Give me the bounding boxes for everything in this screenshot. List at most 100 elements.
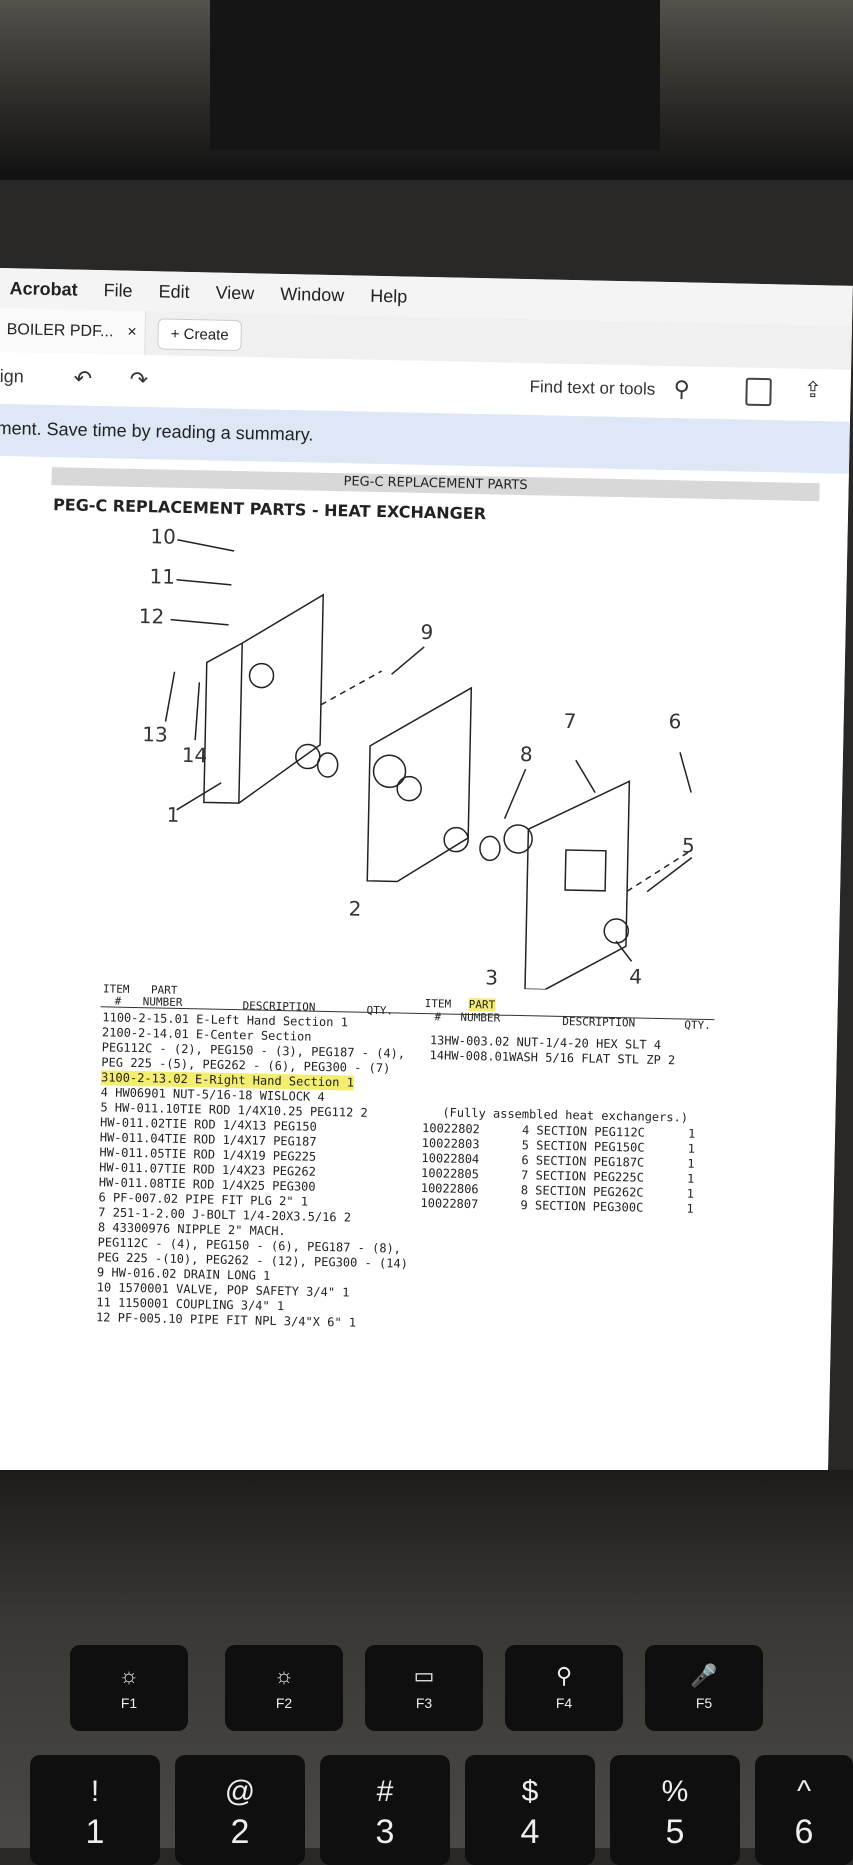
leader-line-9 <box>391 646 425 675</box>
create-button[interactable]: + Create <box>157 317 242 351</box>
center-section-port-2 <box>396 775 422 802</box>
key-label: F3 <box>415 1695 433 1711</box>
menu-view[interactable]: View <box>215 282 255 303</box>
callout-10: 10 <box>150 524 176 549</box>
key-number: 6 <box>794 1813 814 1851</box>
cloud-upload-icon[interactable]: ⇪ <box>803 376 823 403</box>
callout-5: 5 <box>682 833 695 857</box>
callout-4: 4 <box>629 964 642 988</box>
center-section-port-lower <box>443 826 469 853</box>
key-icon: 🎤 <box>690 1663 718 1688</box>
toolbar-left-label[interactable]: ign <box>0 366 24 387</box>
assembly-line <box>320 670 383 706</box>
right-col-number: NUMBER <box>460 1010 501 1025</box>
assembled-part: 10022807 <box>420 1196 479 1212</box>
left-section-edge <box>238 643 243 804</box>
assembled-part: 10022805 <box>420 1166 480 1182</box>
key-2[interactable]: @2 <box>175 1755 305 1865</box>
right-col-item: ITEM <box>424 997 452 1011</box>
left-section-port-lower <box>295 743 321 770</box>
menu-help[interactable]: Help <box>370 285 408 307</box>
menu-edit[interactable]: Edit <box>158 280 190 302</box>
assembly-line <box>626 851 689 892</box>
key-label: F4 <box>555 1695 573 1711</box>
leader-line-6 <box>679 752 692 793</box>
key-symbol: @ <box>224 1775 256 1808</box>
key-f1[interactable]: ☼F1 <box>70 1645 188 1731</box>
key-6[interactable]: ^6 <box>755 1755 853 1865</box>
plus-icon: + <box>170 325 180 343</box>
menu-acrobat[interactable]: Acrobat <box>9 277 78 300</box>
leader-line-5 <box>646 857 693 893</box>
callout-8: 8 <box>520 742 533 766</box>
leader-line-8 <box>503 768 527 819</box>
callout-7: 7 <box>563 709 576 733</box>
key-label: F2 <box>275 1695 293 1711</box>
redo-icon[interactable]: ↷ <box>129 366 149 393</box>
left-section-port <box>248 662 275 689</box>
key-f5[interactable]: 🎤F5 <box>645 1645 763 1731</box>
assembled-part: 10022803 <box>421 1136 480 1152</box>
key-icon: ☼ <box>118 1663 140 1688</box>
right-section-window <box>564 849 607 892</box>
search-icon[interactable]: ⚲ <box>673 376 691 402</box>
key-icon: ▭ <box>413 1663 435 1688</box>
close-icon[interactable]: × <box>127 323 137 341</box>
key-symbol: ^ <box>796 1775 812 1808</box>
key-symbol: % <box>661 1775 689 1808</box>
save-icon[interactable] <box>745 377 772 407</box>
key-icon: ☼ <box>273 1663 295 1688</box>
right-section-port-lower <box>603 918 629 944</box>
key-3[interactable]: #3 <box>320 1755 450 1865</box>
left-row: 12 PF-005.10 PIPE FIT NPL 3/4"X 6" 1 <box>95 1310 357 1330</box>
summary-banner-text[interactable]: ment. Save time by reading a summary. <box>0 417 314 445</box>
key-icon: ⚲ <box>555 1663 573 1688</box>
laptop-bezel <box>0 0 853 180</box>
camera-housing <box>210 0 660 150</box>
leader-line-14 <box>194 682 201 741</box>
key-symbol: ! <box>90 1775 100 1808</box>
callout-11: 11 <box>149 564 175 589</box>
pdf-page: PEG-C REPLACEMENT PARTS PEG-C REPLACEMEN… <box>0 455 849 1491</box>
undo-icon[interactable]: ↶ <box>73 365 93 391</box>
key-symbol: $ <box>521 1775 539 1808</box>
callout-6: 6 <box>668 709 681 733</box>
page-header-bar: PEG-C REPLACEMENT PARTS <box>51 467 820 502</box>
key-f2[interactable]: ☼ F2 <box>225 1645 343 1731</box>
key-number: 3 <box>375 1813 395 1851</box>
assembled-qty: 1 <box>686 1171 695 1186</box>
menu-file[interactable]: File <box>103 279 133 301</box>
menu-window[interactable]: Window <box>280 283 345 305</box>
key-f4[interactable]: ⚲ F4 <box>505 1645 623 1731</box>
document-tab[interactable]: BOILER PDF... × <box>0 307 147 356</box>
key-number: 2 <box>230 1813 250 1851</box>
leader-line-11 <box>176 579 232 586</box>
assembled-qty: 1 <box>687 1141 696 1156</box>
key-5[interactable]: %5 <box>610 1755 740 1865</box>
callout-14: 14 <box>182 743 208 768</box>
center-section <box>366 686 473 883</box>
callout-3: 3 <box>485 965 498 989</box>
left-col-qty: QTY. <box>366 1003 394 1018</box>
right-col-qty: QTY. <box>684 1018 711 1033</box>
nipple <box>316 752 339 778</box>
callout-2: 2 <box>348 896 361 920</box>
right-section-port <box>503 824 533 854</box>
assembled-desc: 9 SECTION PEG300C <box>520 1198 644 1215</box>
keyboard: ☼F1☼F2▭F3⚲F4🎤F5 !1@2#3$4%5^6 <box>0 1470 853 1865</box>
key-1[interactable]: !1 <box>30 1755 160 1865</box>
nipple <box>479 835 501 862</box>
find-text-or-tools[interactable]: Find text or tools <box>529 377 656 399</box>
document-tab-title: BOILER PDF... <box>6 321 114 341</box>
right-col-hash: # <box>434 1010 442 1024</box>
laptop-screen: Acrobat File Edit View Window Help BOILE… <box>0 268 853 1491</box>
assembled-qty: 1 <box>686 1201 694 1216</box>
callout-13: 13 <box>142 722 168 747</box>
key-f3[interactable]: ▭ F3 <box>365 1645 483 1731</box>
key-4[interactable]: $4 <box>465 1755 595 1865</box>
callout-9: 9 <box>420 620 433 644</box>
assembled-part: 10022804 <box>421 1151 480 1167</box>
heat-exchanger-diagram: 10 11 12 13 14 1 9 2 8 7 6 5 3 4 <box>138 524 695 991</box>
key-number: 4 <box>520 1813 540 1851</box>
leader-line-10 <box>177 539 235 552</box>
